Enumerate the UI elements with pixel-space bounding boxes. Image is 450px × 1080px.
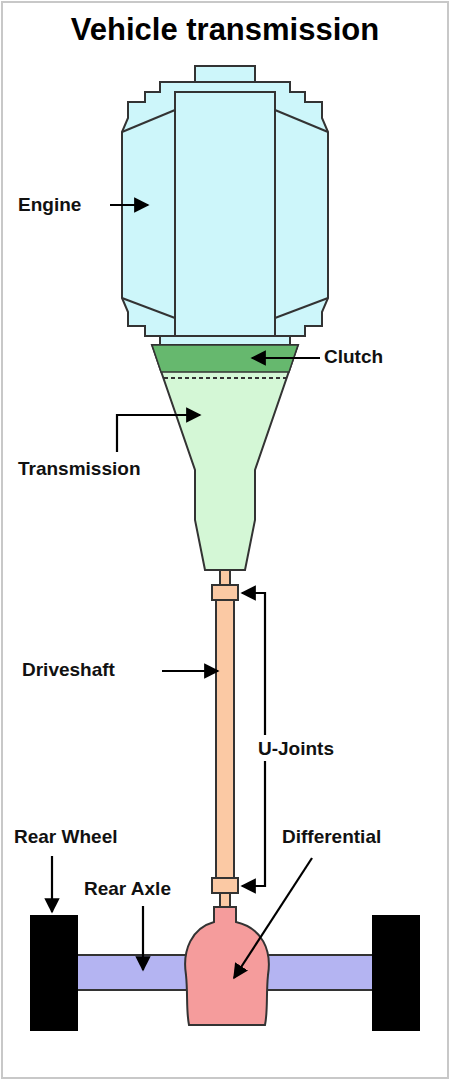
u-joint — [212, 878, 238, 893]
rear-wheel — [372, 915, 420, 1031]
part-label: Rear Axle — [84, 878, 171, 900]
engine — [122, 66, 328, 345]
driveshaft — [212, 570, 238, 907]
part-label: Differential — [282, 826, 381, 848]
part-label: Clutch — [324, 346, 383, 368]
rear-wheel — [30, 915, 78, 1031]
part-label: U-Joints — [255, 737, 337, 761]
part-label: Engine — [18, 194, 81, 216]
part-label: Transmission — [18, 458, 141, 480]
leader-lines — [52, 205, 320, 978]
part-label: Driveshaft — [22, 659, 115, 681]
part-label: Rear Wheel — [14, 826, 117, 848]
differential — [185, 907, 269, 1025]
u-joint — [212, 585, 238, 600]
diagram-title: Vehicle transmission — [0, 12, 450, 48]
transmission-housing — [152, 345, 298, 570]
